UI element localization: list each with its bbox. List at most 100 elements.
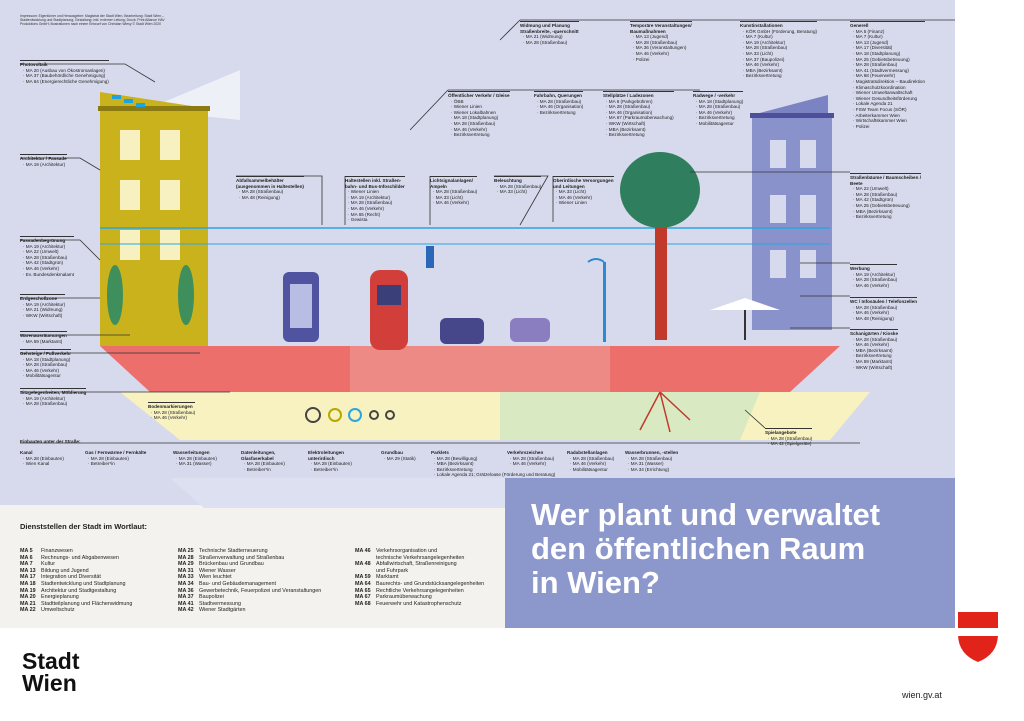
label-item: · KÖR GmbH (Förderung, Beratung)	[743, 28, 818, 34]
label-item: · MA 19 (Architektur)	[23, 395, 66, 401]
label-item: · Bezirksvertretung	[606, 132, 645, 138]
label-item: · MA 28 (Straßenbau)	[768, 435, 813, 441]
label-title: Gas / Fernwärme / Fernkälte	[85, 450, 147, 455]
dienststelle-code: MA 22	[20, 607, 36, 614]
dienststelle-name: Wiener Wasser	[199, 567, 236, 574]
label-item: · MA 46 (Verkehr)	[853, 282, 889, 288]
label-item: · MA 46 (Verkehr)	[151, 415, 187, 421]
label-item: · MA 28 (Bewilligung)	[434, 455, 478, 461]
label-item: · MA 42 (Spielgeräte)	[768, 441, 812, 447]
label-fassadenbegrünung: Fassadenbegrünung· MA 19 (Architektur)· …	[20, 236, 74, 277]
label-gas-fernwärme-fernkälte: Gas / Fernwärme / Fernkälte· MA 28 (Einb…	[85, 449, 146, 467]
label-item: · MA 28 (Straßenbau)	[510, 455, 555, 461]
dienststelle-code: MA 29	[178, 561, 194, 568]
label-stellplätze-ladezonen: Stellplätze / Ladezonen· MA 6 (Parkgebüh…	[603, 91, 674, 138]
ground-yellow	[120, 392, 870, 440]
label-item: · MA 48 (Reinigung)	[239, 194, 280, 200]
dienststelle-name: Verkehrsorganisation und	[376, 548, 438, 554]
label-grundbau: Grundbau· MA 29 (Statik)	[381, 449, 416, 461]
label-item: · MA 33 (Licht)	[556, 189, 586, 195]
label-bodenmarkierungen: Bodenmarkierungen· MA 28 (Straßenbau)· M…	[148, 402, 196, 421]
dienststelle-code: MA 36	[178, 587, 194, 594]
label-title: Öffentlicher Verkehr / Gleise	[448, 91, 510, 98]
label-item: · MA 6 (Parkgebühren)	[606, 98, 653, 104]
label-item: · MA 46 (Verkehr)	[696, 109, 732, 115]
dienststelle-name: Marktamt	[376, 574, 399, 581]
label-item: · Betreiber*in	[88, 461, 115, 467]
dienststelle-name: Wien leuchtet	[199, 574, 232, 581]
dienststelle-code: MA 31	[178, 567, 194, 574]
label-wasserbrunnen-stellen: Wasserbrunnen, -stellen· MA 28 (Straßenb…	[625, 449, 678, 472]
label-title: Schanigärten / Kioske	[850, 329, 898, 336]
dienststelle-code: MA 6	[20, 554, 33, 561]
label-wc-infosäulen-telefonzellen: WC / Infosäulen / Telefonzellen· MA 28 (…	[850, 297, 918, 321]
label-item: · MA 28 (Straßenbau)	[696, 104, 741, 110]
label-item: · Bezirksvertretung	[853, 214, 892, 220]
label-item: · MA 18 (Stadtplanung)	[696, 98, 744, 104]
label-item: · MA 28 (Straßenbau)	[853, 62, 898, 68]
label-title: Photovoltaik	[20, 60, 109, 68]
dienststelle-name: Umweltschutz	[41, 607, 75, 614]
label-item: · Bezirksvertretung	[434, 466, 473, 472]
label-item: · MA 46 (Verkehr)	[570, 461, 606, 467]
label-title: Generell	[850, 21, 926, 29]
legend-panel-accent	[170, 478, 510, 508]
label-item: · MA 25 (Gebietsbetreuung)	[853, 202, 910, 208]
label-item: · MA 13 (Jugend)	[633, 34, 669, 40]
dienststelle-name: Finanzwesen	[41, 548, 73, 554]
pipe-circles-icon	[305, 407, 395, 423]
label-haltestellen-inkl-straßen-: Haltestellen inkl. Straßen- bahn- und Bu…	[345, 176, 405, 223]
label-item: · MA 46 (Verkehr)	[633, 50, 669, 56]
dienststelle-name: technische Verkehrsangelegenheiten	[376, 554, 465, 561]
dienststelle-name: Technische Stadterneuerung	[199, 548, 268, 554]
label-title: Haltestellen inkl. Straßen- bahn- und Bu…	[345, 176, 405, 189]
label-item: · MA 28 (Straßenbau)	[523, 39, 568, 45]
dienststelle-name: Integration und Diversität	[41, 574, 101, 581]
label-photovoltaik: Photovoltaik· MA 20 (Ausbau von Ökostrom…	[20, 60, 109, 84]
label-title: Verkehrszeichen	[507, 450, 544, 455]
label-item: · Wiener Lokalbahnen	[451, 109, 496, 115]
label-item: · MA 33 (Licht)	[743, 50, 773, 56]
label-item: · MA 21 (Widmung)	[23, 307, 63, 313]
dienststelle-row: und Fuhrpark	[355, 568, 484, 575]
label-title: WC / Infosäulen / Telefonzellen	[850, 297, 918, 304]
label-title: Gehsteige / Fußverkehr	[20, 349, 72, 356]
label-title: Radwege / -verkehr	[693, 91, 744, 99]
label-item: · MA 28 (Straßenbau)	[23, 362, 68, 368]
dienststelle-name: Wiener Stadtgärten	[199, 607, 246, 614]
label-item: · MA 68 (Feuerwehr)	[853, 73, 896, 79]
dienststelle-code: MA 41	[178, 600, 194, 607]
label-title: Architektur / Fassade	[20, 154, 67, 161]
umbrella-icon	[710, 298, 780, 340]
credits-text: Impressum: Eigentümer und Herausgeber: M…	[20, 14, 165, 27]
website-link[interactable]: wien.gv.at	[902, 690, 942, 700]
dienststelle-name: Baupolizei	[199, 594, 224, 601]
label-item: · MA 42 (Stadtgrün)	[23, 260, 64, 266]
label-item: · WKW (Wirtschaft)	[853, 364, 893, 370]
dienststelle-name: Brückenbau und Grundbau	[199, 561, 264, 568]
label-item: · MA 33 (Licht)	[497, 189, 527, 195]
label-beleuchtung: Beleuchtung· MA 28 (Straßenbau)· MA 33 (…	[494, 176, 542, 195]
label-item: · MA 28 (Einbauten)	[176, 455, 217, 461]
label-title: Wasserleitungen	[173, 450, 210, 455]
label-item: · MA 28 (Straßenbau)	[23, 401, 68, 407]
label-title: Wasserbrunnen, -stellen	[625, 450, 679, 455]
label-title: Fahrbahn, Querungen	[534, 91, 584, 98]
label-item: · MA 22 (Umwelt)	[23, 249, 59, 255]
label-title: Oberirdische Versorgungen und Leitungen	[553, 176, 614, 189]
label-item: · MA 18 (Stadtplanung)	[853, 50, 901, 56]
road	[350, 346, 610, 392]
stadt-wien-logo[interactable]: Stadt Wien	[22, 650, 80, 695]
